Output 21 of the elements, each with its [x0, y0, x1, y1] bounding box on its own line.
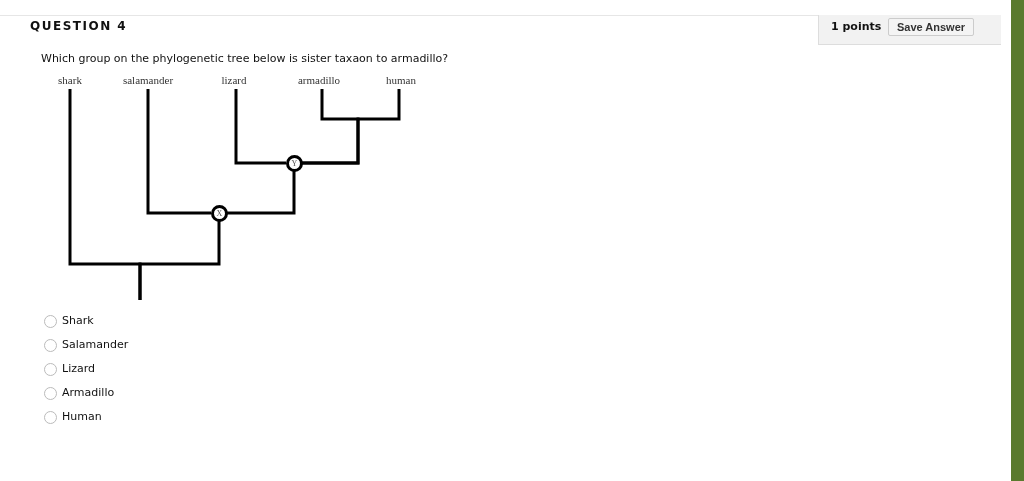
option-label: Human	[62, 410, 102, 423]
tree-branch	[138, 221, 221, 300]
question-heading: QUESTION 4	[30, 19, 128, 33]
taxon-label: human	[386, 74, 416, 86]
option-label: Salamander	[62, 338, 129, 351]
taxon-label: armadillo	[297, 74, 341, 86]
save-answer-button: Save Answer	[888, 18, 975, 36]
node-marker: Y	[286, 155, 303, 172]
tree-branch	[227, 171, 296, 215]
option-label: Armadillo	[62, 386, 115, 399]
node-marker: X	[211, 205, 228, 222]
question-text: Which group on the phylogenetic tree below is sister taxaon to armadillo?	[41, 52, 449, 65]
taxon-label: shark	[58, 74, 82, 86]
tree-branch	[302, 89, 401, 165]
tree-branch	[146, 89, 211, 215]
taxon-label: lizard	[221, 74, 247, 86]
tree-branch	[234, 89, 286, 165]
points-text: 1 points	[831, 20, 882, 33]
taxon-label: salamander	[122, 74, 174, 86]
option-label: Shark	[62, 314, 94, 327]
option-label: Lizard	[62, 362, 95, 375]
